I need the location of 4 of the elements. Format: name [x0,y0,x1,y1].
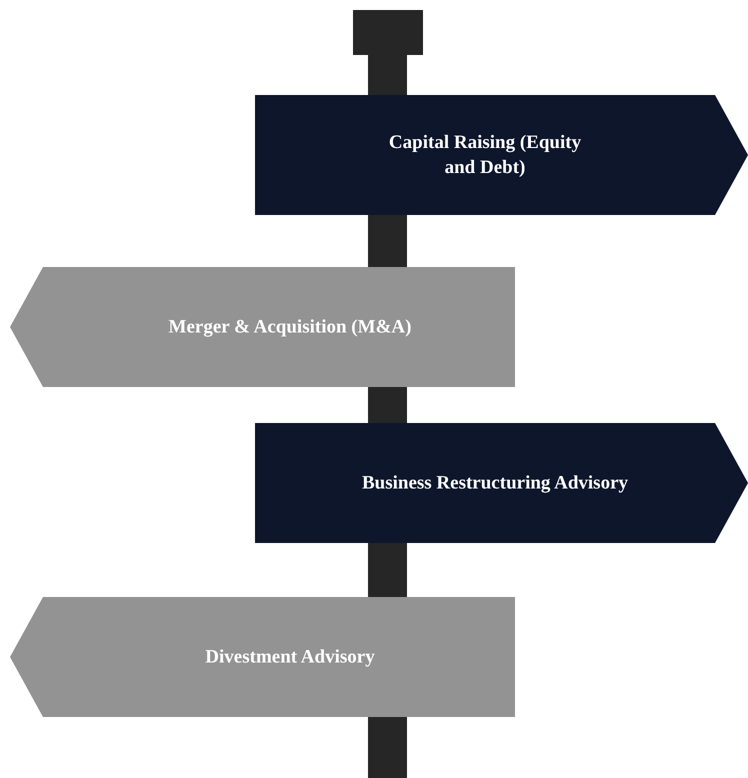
sign-label: Merger & Acquisition (M&A) [168,316,412,340]
sign-label: Capital Raising (Equity and Debt) [388,131,582,180]
sign-label: Business Restructuring Advisory [360,472,630,496]
sign-label: Divestment Advisory [204,646,376,670]
